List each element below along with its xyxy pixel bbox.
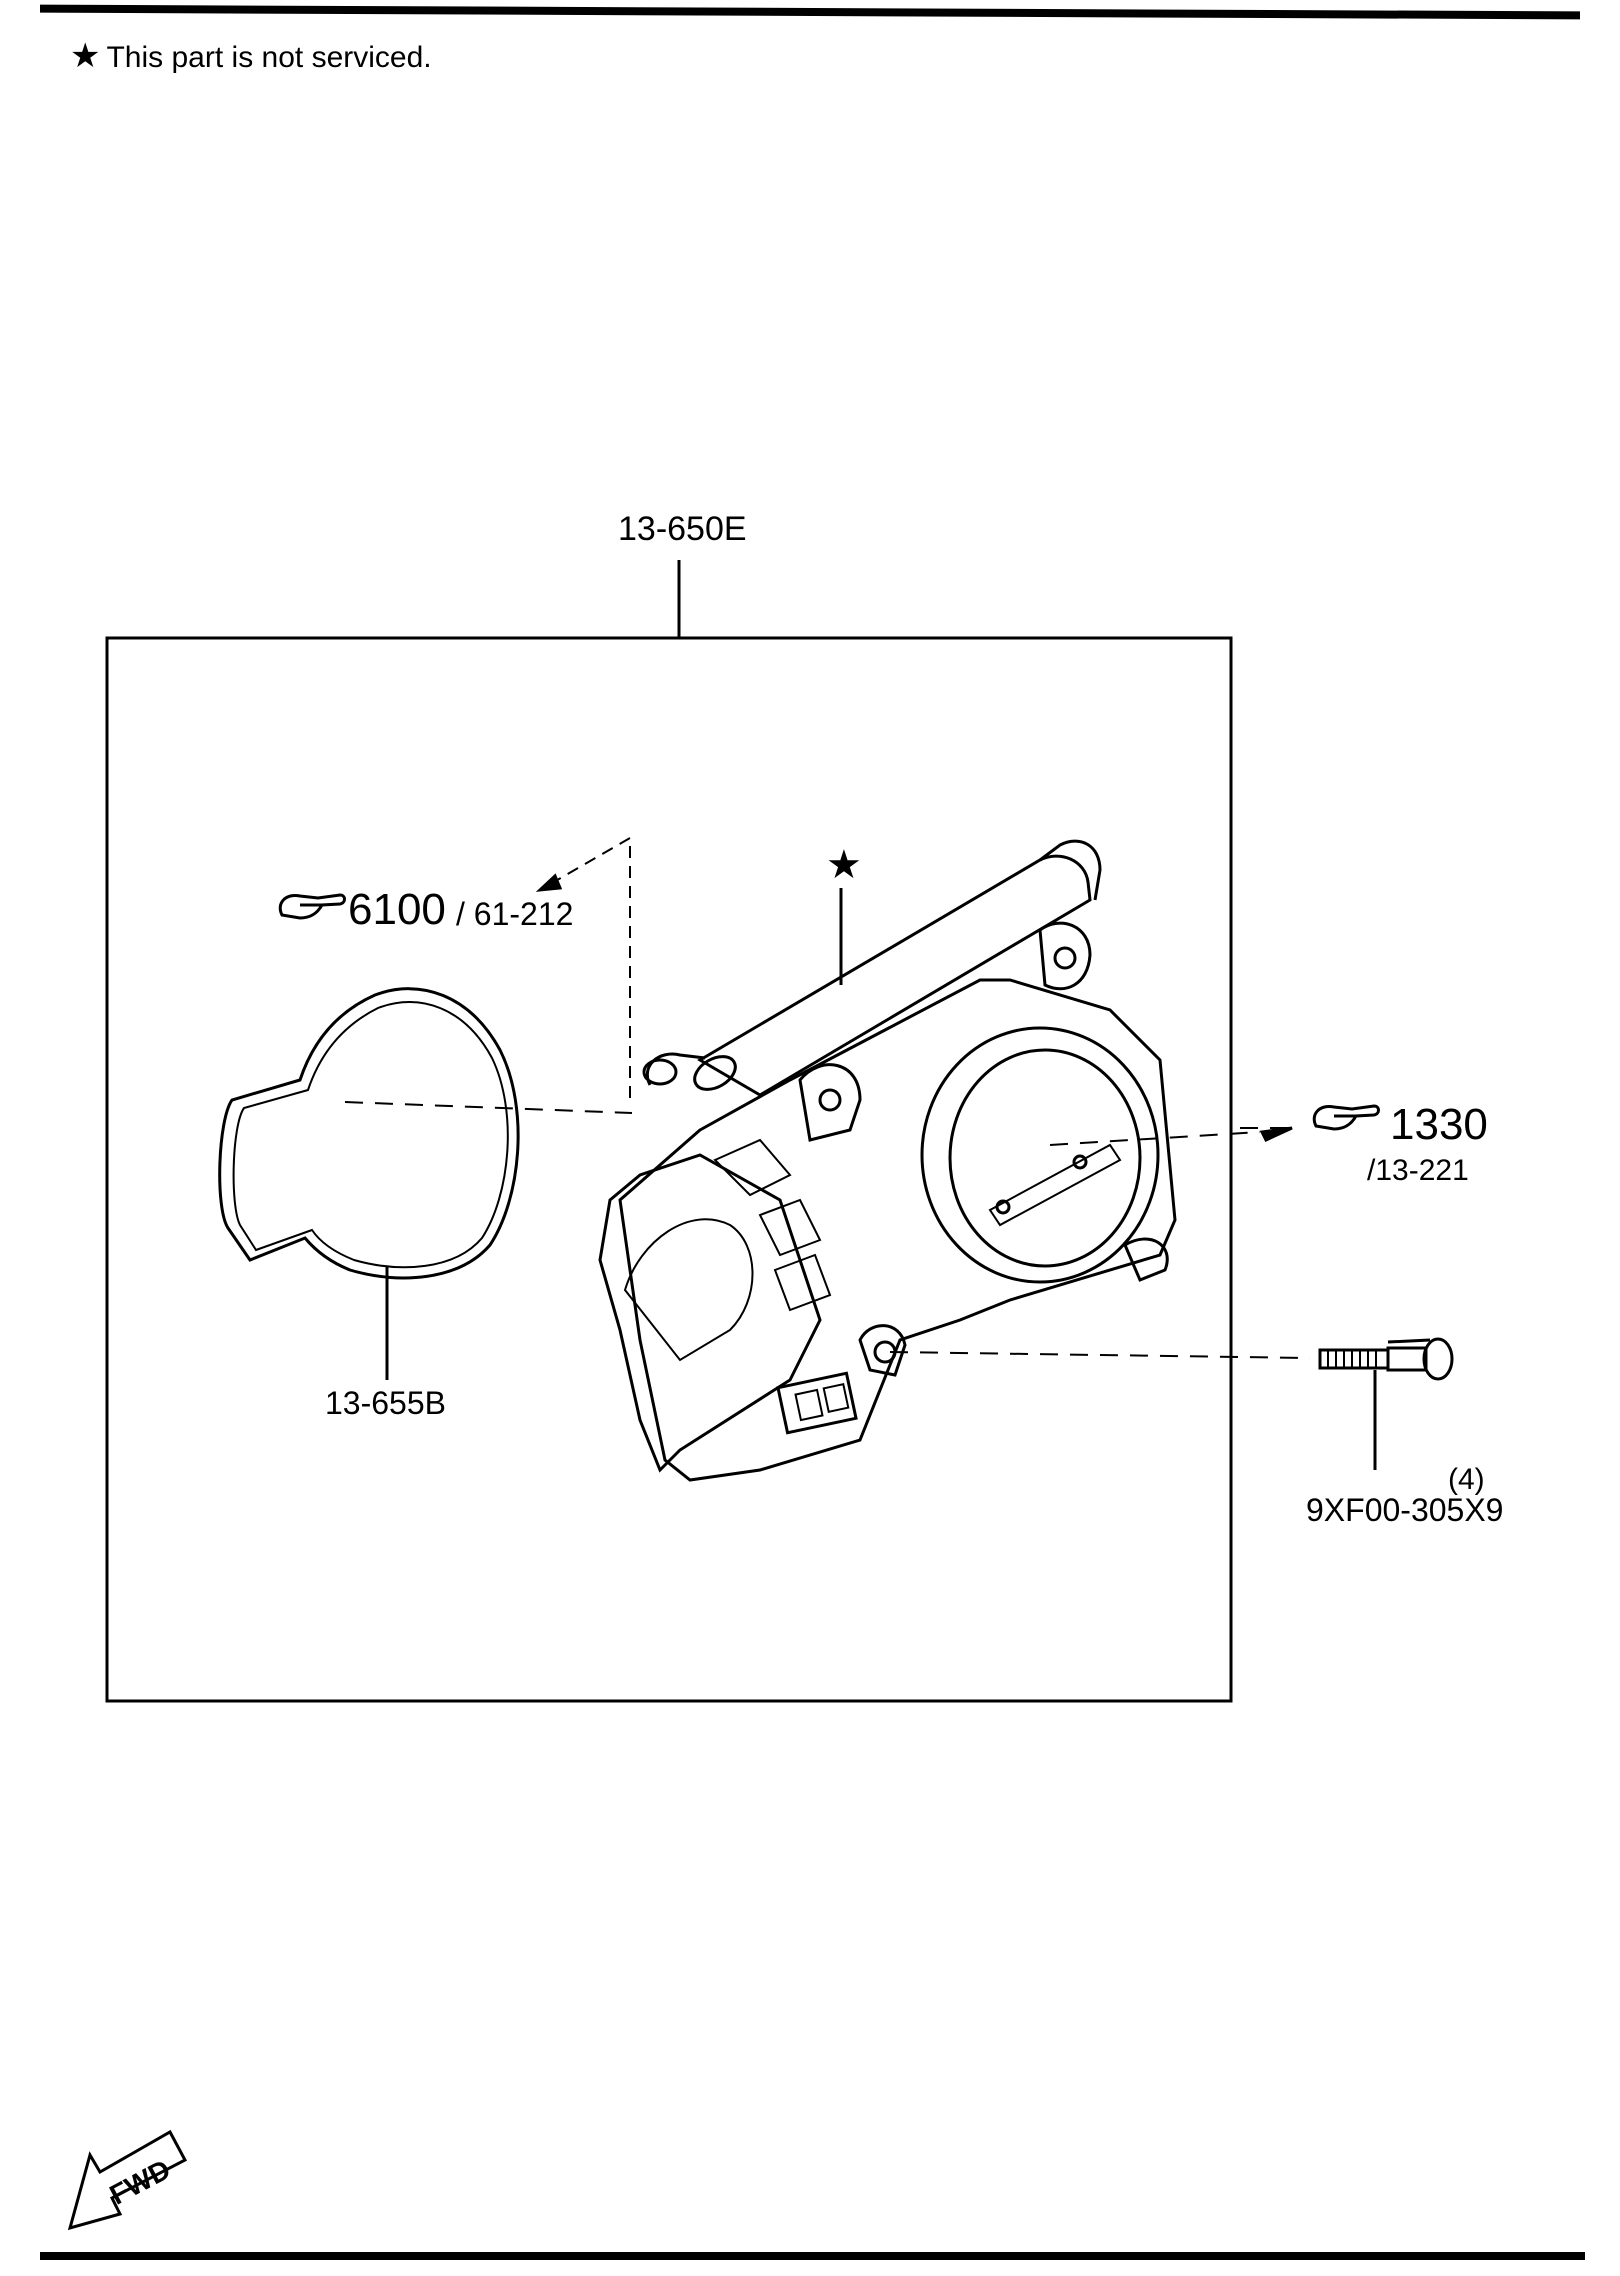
ref-right-sub: /13-221 (1367, 1154, 1469, 1187)
ref-right-main: 1330 (1390, 1100, 1488, 1149)
bolt-part-number: 9XF00-305X9 (1306, 1492, 1504, 1528)
body-star-icon: ★ (826, 843, 862, 887)
gasket-label: 13-655B (325, 1385, 446, 1421)
pointing-hand-icon (278, 893, 346, 920)
bolt-dashed-line (889, 1351, 1311, 1359)
throttle-bore-outer (920, 1026, 1160, 1284)
throttle-body-tube (697, 854, 1092, 1097)
not-serviced-note: ★This part is not serviced. (70, 36, 432, 76)
ref-left-sub: / 61-212 (456, 896, 574, 932)
bottom-border-line (40, 2252, 1585, 2260)
ref-right-dashed-leader (1049, 1131, 1261, 1146)
assembly-frame (105, 636, 1233, 1703)
assembly-label: 13-650E (618, 510, 747, 548)
connector (776, 1371, 858, 1435)
ref-left-main: 6100 (348, 885, 446, 934)
gasket (218, 987, 520, 1280)
bolt (1318, 1337, 1454, 1381)
throttle-body-housing (618, 978, 1177, 1482)
bolt-quantity: (4) (1448, 1463, 1485, 1496)
throttle-bore-inner (948, 1048, 1142, 1268)
throttle-plate (988, 1143, 1122, 1227)
actuator-housing (598, 1153, 822, 1473)
fwd-arrow-icon (67, 2129, 188, 2231)
not-serviced-text: This part is not serviced. (106, 41, 432, 74)
ref-left-dashed-leader (539, 836, 631, 1098)
center-dashed-line (344, 1101, 633, 1114)
pointing-hand-icon (1312, 1104, 1380, 1131)
star-icon: ★ (70, 37, 101, 75)
